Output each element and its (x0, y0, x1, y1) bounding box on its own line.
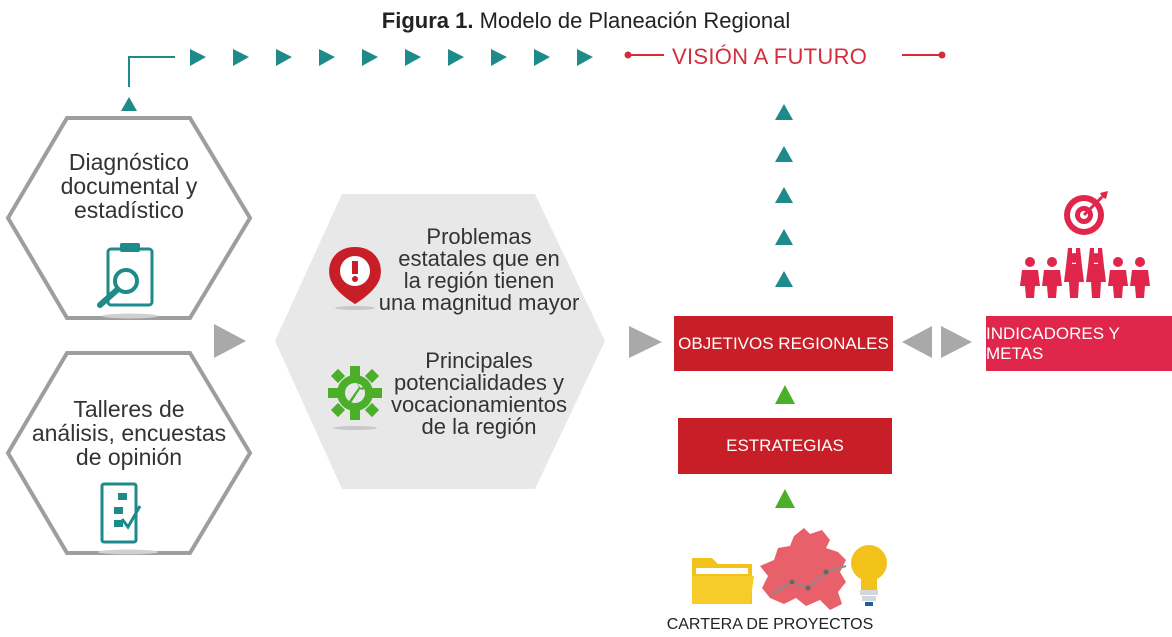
arrow-to-objetivos (629, 326, 662, 358)
vision-connector-line (128, 56, 175, 87)
alert-pin-icon (329, 247, 381, 310)
indicadores-box: INDICADORES Y METAS (986, 316, 1172, 371)
people-group-icon (1020, 248, 1150, 298)
right-arrow (190, 49, 206, 66)
hex-line: de opinión (75, 444, 183, 470)
problems-line: estatales que en (398, 246, 560, 271)
problems-line: Problemas (426, 224, 532, 249)
estrategias-box: ESTRATEGIAS (678, 418, 892, 474)
problems-line: una magnitud mayor (378, 290, 580, 315)
objetivos-box: OBJETIVOS REGIONALES (674, 316, 893, 371)
hex-line: Talleres de (73, 396, 185, 422)
target-icon (1064, 191, 1108, 235)
vision-dot-left (624, 51, 632, 59)
survey-checklist-icon (98, 482, 158, 555)
folder-icon (692, 558, 754, 604)
figure-title: Figura 1. Modelo de Planeación Regional (0, 8, 1172, 34)
potentials-line: vocacionamientos (390, 392, 568, 417)
problems-text: Problemas estatales que en la región tie… (378, 226, 580, 314)
up-arrow (775, 229, 793, 245)
up-arrow (775, 104, 793, 120)
hex-diagnostico (5, 116, 253, 320)
right-arrow (319, 49, 335, 66)
hex-talleres-text: Talleres de análisis, encuestas de opini… (28, 397, 230, 469)
arrow-left-to-objetivos (902, 326, 932, 358)
right-arrow (577, 49, 593, 66)
lightbulb-icon (851, 545, 887, 606)
figure-caption: Modelo de Planeación Regional (473, 8, 791, 33)
hex-talleres (5, 351, 253, 555)
vision-dot-right (938, 51, 946, 59)
hex-line: estadístico (74, 197, 184, 223)
right-arrow (448, 49, 464, 66)
arrow-right-to-indicadores (941, 326, 972, 358)
arrow-to-center (214, 324, 246, 358)
right-arrow (276, 49, 292, 66)
right-arrow (491, 49, 507, 66)
right-arrow (534, 49, 550, 66)
hex-line: documental y (60, 173, 198, 199)
potentials-line: Principales (425, 348, 533, 373)
vision-label: VISIÓN A FUTURO (672, 44, 868, 69)
potentials-line: potencialidades y (393, 370, 564, 395)
up-arrow (775, 187, 793, 203)
figure-number: Figura 1. (381, 8, 474, 33)
region-map-icon (760, 528, 847, 610)
vision-up-arrows (775, 104, 793, 287)
gear-wrench-icon (328, 366, 382, 430)
hex-diagnostico-text: Diagnóstico documental y estadístico (28, 150, 230, 222)
potentials-line: de la región (421, 414, 537, 439)
right-arrow (362, 49, 378, 66)
hex-line: análisis, encuestas (31, 420, 227, 446)
hex-line: Diagnóstico (68, 149, 190, 175)
right-arrow (233, 49, 249, 66)
right-arrow (405, 49, 421, 66)
up-arrow-hex (121, 97, 137, 111)
vision-arrows (190, 49, 593, 66)
up-arrow (775, 146, 793, 162)
potentials-text: Principales potencialidades y vocacionam… (378, 350, 580, 438)
up-arrow (775, 271, 793, 287)
clipboard-search-icon (97, 243, 158, 319)
up-arrow-green (775, 385, 795, 404)
up-arrow-green (775, 489, 795, 508)
cartera-label: CARTERA DE PROYECTOS (666, 616, 874, 633)
problems-line: la región tienen (403, 268, 555, 293)
